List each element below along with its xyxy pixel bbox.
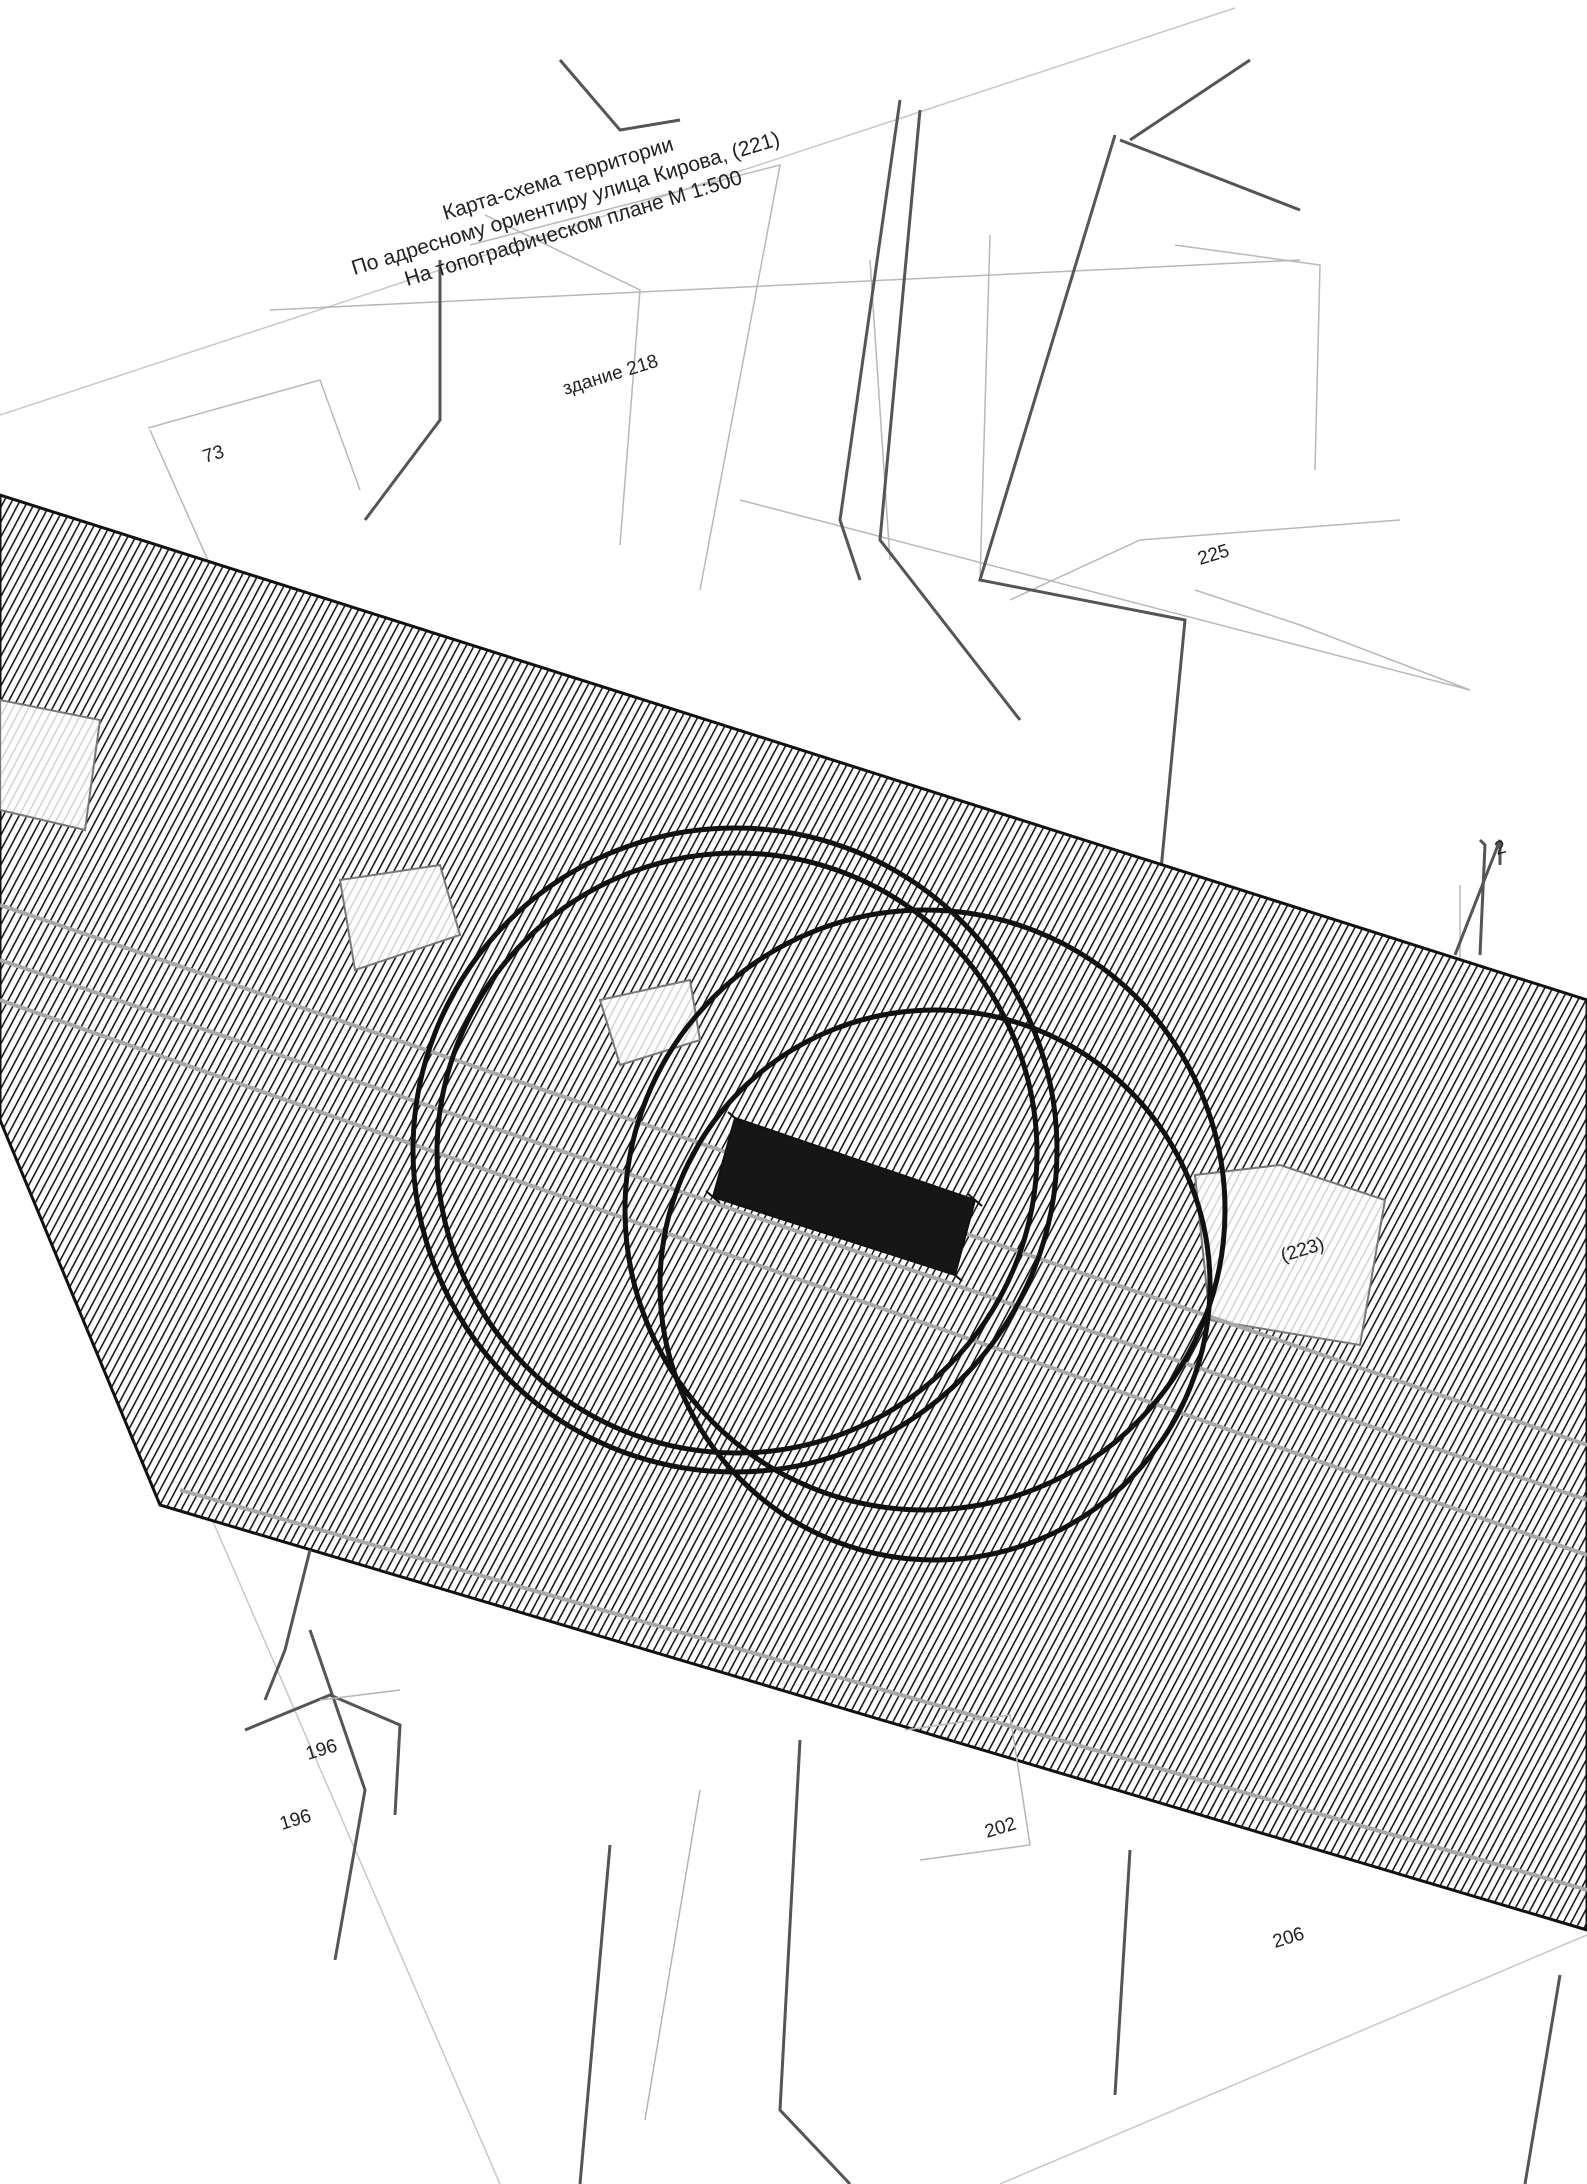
label-building-218: здание 218 bbox=[560, 351, 660, 400]
label-lot-206: 206 bbox=[1270, 1923, 1306, 1952]
label-lot-196-a: 196 bbox=[303, 1735, 339, 1764]
label-lot-202: 202 bbox=[982, 1813, 1018, 1842]
circle-outer-right bbox=[622, 907, 1228, 1513]
map-title: Карта-схема территории По адресному орие… bbox=[349, 127, 783, 291]
circle-inner-right bbox=[657, 1007, 1213, 1563]
label-lot-225: 225 bbox=[1195, 540, 1231, 569]
influence-circles bbox=[410, 825, 1228, 1563]
parcel-boundaries-upper bbox=[363, 58, 1502, 956]
circle-inner-left bbox=[434, 850, 1040, 1456]
title-line-2: По адресному ориентиру улица Кирова, (22… bbox=[349, 127, 783, 279]
parcel-lines-lower-faint bbox=[319, 1689, 1031, 2121]
target-building-corner-marks bbox=[705, 1111, 983, 1282]
label-lot-196-b: 196 bbox=[277, 1805, 313, 1834]
parcel-boundaries-lower bbox=[244, 1549, 1562, 2184]
label-lot-73: 73 bbox=[200, 442, 226, 468]
